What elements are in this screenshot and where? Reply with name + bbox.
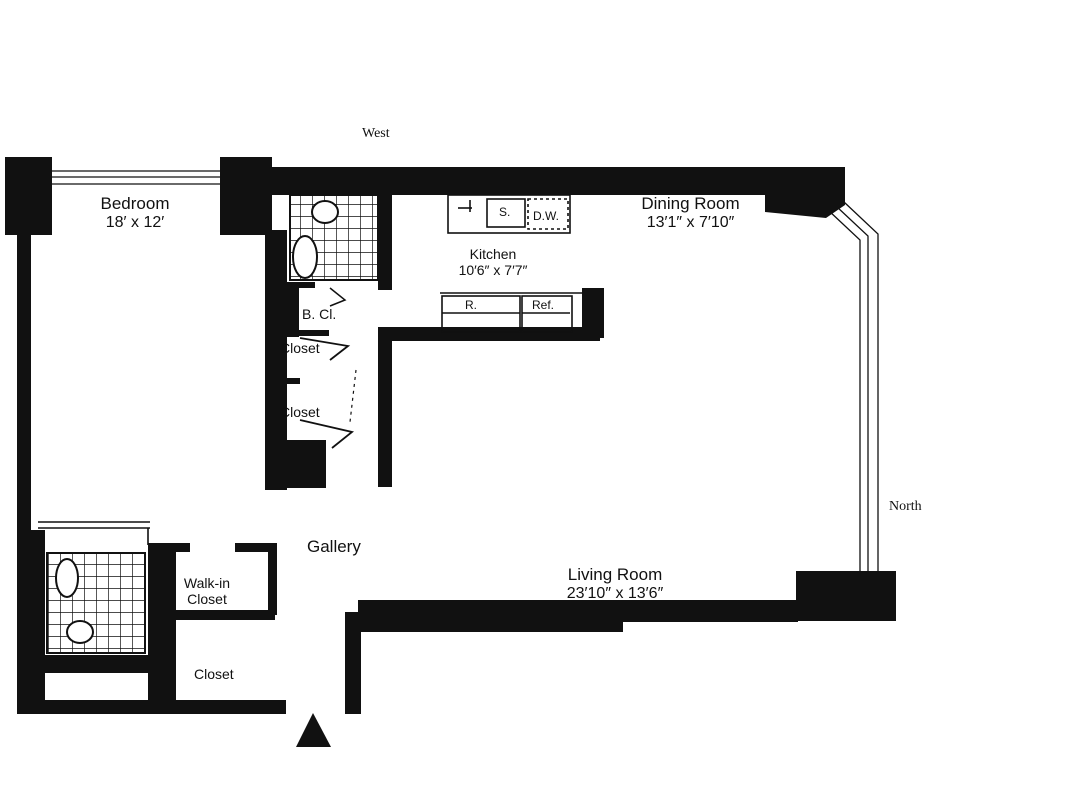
- wall-pillar-top: [220, 157, 272, 235]
- room-bedroom: Bedroom 18′ x 12′: [90, 194, 180, 232]
- bath-closet-label: B. Cl.: [302, 306, 337, 322]
- entry-arrow-icon: [296, 713, 331, 747]
- upper-tub-basin: [292, 235, 318, 279]
- walk-in-closet-line1: Walk-in: [183, 575, 231, 591]
- fixture-range: R.: [465, 298, 477, 312]
- room-bedroom-dims: 18′ x 12′: [105, 213, 165, 231]
- wall-corner-se: [796, 571, 896, 621]
- walk-in-closet-line2: Closet: [187, 591, 227, 608]
- compass-west: West: [362, 126, 390, 141]
- room-dining: Dining Room 13′1″ x 7′10″: [618, 194, 763, 232]
- wall-top: [270, 167, 845, 195]
- room-bedroom-name: Bedroom: [100, 194, 170, 213]
- closet-upper-label: Closet: [280, 340, 320, 356]
- room-kitchen-dims: 10′6″ x 7′7″: [458, 262, 528, 279]
- room-dining-name: Dining Room: [641, 194, 740, 213]
- room-kitchen-name: Kitchen: [469, 246, 517, 262]
- kitchen-counter-top: [447, 194, 571, 234]
- room-kitchen: Kitchen 10′6″ x 7′7″: [448, 246, 538, 278]
- bedroom-window: [52, 170, 222, 185]
- compass-north: North: [889, 499, 922, 514]
- fixture-dishwasher: D.W.: [533, 209, 559, 223]
- closet-lower-label: Closet: [194, 666, 234, 682]
- wall-west: [17, 232, 31, 532]
- room-gallery: Gallery: [307, 537, 361, 556]
- room-living-name: Living Room: [567, 565, 663, 584]
- lower-tub-basin: [55, 558, 79, 598]
- room-dining-dims: 13′1″ x 7′10″: [646, 213, 735, 231]
- closet-middle-label: Closet: [280, 404, 320, 420]
- fixture-sink: S.: [499, 205, 511, 219]
- kitchen-counter-bottom: [440, 292, 582, 333]
- lower-toilet: [66, 620, 94, 644]
- room-living-dims: 23′10″ x 13′6″: [566, 584, 664, 602]
- fixture-refrigerator: Ref.: [532, 298, 555, 312]
- north-window: [827, 201, 879, 572]
- room-living: Living Room 23′10″ x 13′6″: [540, 565, 690, 603]
- wall-corner-ne: [765, 167, 845, 218]
- wall-entry-jamb: [345, 612, 361, 714]
- room-walk-in-closet: Walk-in Closet: [172, 575, 242, 607]
- wall-corner-nw: [5, 157, 52, 235]
- upper-toilet: [311, 200, 339, 224]
